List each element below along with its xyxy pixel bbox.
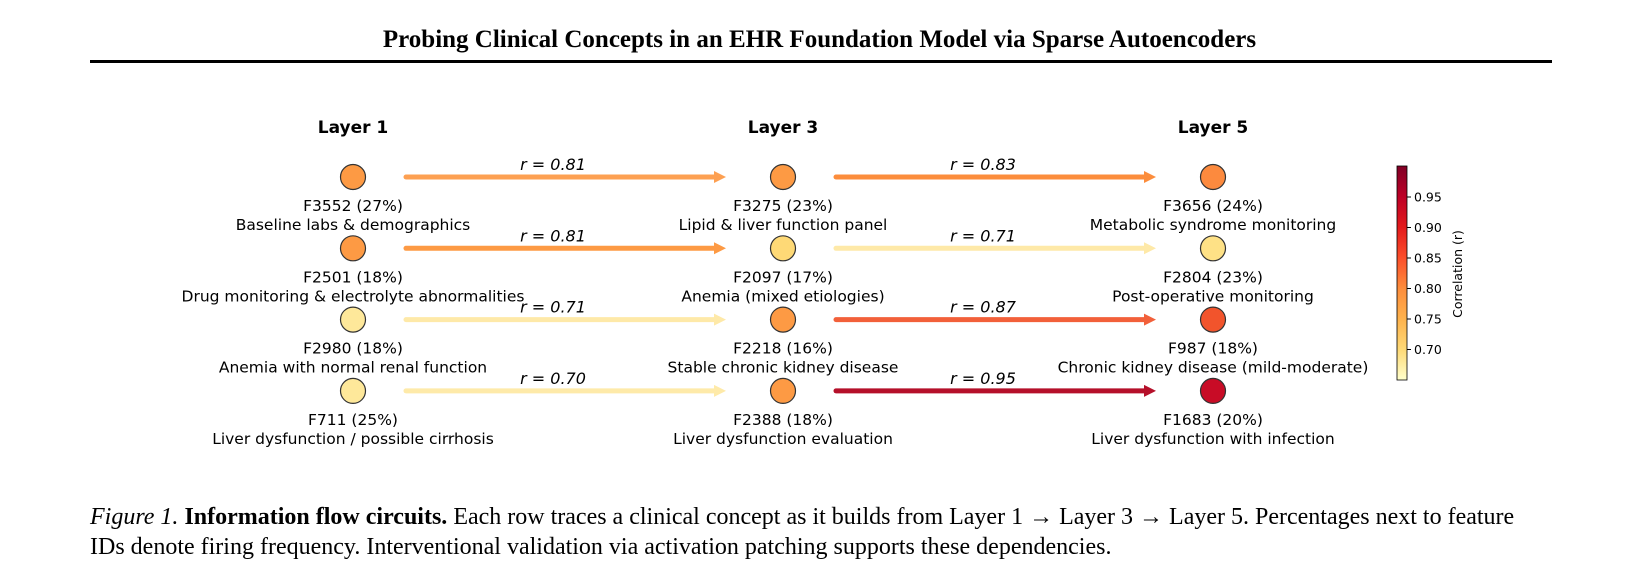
colorbar-tick-label: 0.95 xyxy=(1414,190,1442,205)
colorbar-tick-label: 0.70 xyxy=(1414,342,1442,357)
feature-id: F3275 (23%) xyxy=(733,197,833,215)
feature-id: F2218 (16%) xyxy=(733,340,833,358)
figure-caption: Figure 1. Information flow circuits. Eac… xyxy=(90,502,1552,562)
circuit-figure: Layer 1 Layer 3 Layer 5 r = 0.81 r = 0.83 r … xyxy=(182,118,1465,448)
feature-label: Lipid & liver function panel xyxy=(679,216,888,234)
feature-node xyxy=(339,235,367,262)
colorbar-label: Correlation (r) xyxy=(1450,230,1465,318)
title-rule xyxy=(90,60,1552,63)
edge-arrowhead-3-0 xyxy=(714,384,726,397)
paper-title: Probing Clinical Concepts in an EHR Foun… xyxy=(382,26,1257,53)
edge-r-label: r = 0.70 xyxy=(520,369,586,388)
edge-r-label: r = 0.87 xyxy=(950,298,1017,317)
feature-id: F2097 (17%) xyxy=(733,268,833,286)
feature-label: Anemia (mixed etiologies) xyxy=(681,287,884,305)
feature-label: Liver dysfunction evaluation xyxy=(673,430,893,448)
feature-id: F3656 (24%) xyxy=(1163,197,1263,215)
edge-arrowhead-1-1 xyxy=(1144,242,1156,255)
colorbar-tick-label: 0.90 xyxy=(1414,220,1442,235)
feature-id: F2980 (18%) xyxy=(303,340,403,358)
feature-node xyxy=(339,163,367,191)
feature-node xyxy=(769,377,797,404)
feature-node xyxy=(1199,163,1227,191)
feature-label: Chronic kidney disease (mild-moderate) xyxy=(1058,359,1369,377)
colorbar-gradient xyxy=(1396,165,1408,381)
feature-label: Liver dysfunction / possible cirrhosis xyxy=(212,430,494,448)
feature-id: F2388 (18%) xyxy=(733,411,833,429)
edge-r-label: r = 0.83 xyxy=(950,155,1016,174)
edge-arrowhead-0-1 xyxy=(1144,171,1156,183)
caption-bold: Information flow circuits. xyxy=(184,504,448,530)
edge-arrowhead-1-0 xyxy=(714,242,726,255)
feature-node xyxy=(1199,235,1227,262)
layer-header-3: Layer 5 xyxy=(1178,118,1249,138)
edge-arrowhead-3-1 xyxy=(1144,384,1156,397)
colorbar-tick-label: 0.85 xyxy=(1414,251,1442,266)
feature-id: F987 (18%) xyxy=(1168,340,1258,358)
edge-r-label: r = 0.81 xyxy=(520,155,586,174)
feature-node xyxy=(769,306,797,333)
feature-id: F2804 (23%) xyxy=(1163,268,1263,286)
feature-label: Baseline labs & demographics xyxy=(236,216,471,234)
colorbar-tick-label: 0.75 xyxy=(1414,312,1442,327)
feature-node xyxy=(769,235,797,262)
layer-header-2: Layer 3 xyxy=(748,118,819,138)
feature-label: Metabolic syndrome monitoring xyxy=(1090,216,1336,234)
edge-arrowhead-2-0 xyxy=(714,313,726,326)
feature-id: F2501 (18%) xyxy=(303,268,403,286)
layer-header-1: Layer 1 xyxy=(318,118,389,138)
edge-r-label: r = 0.71 xyxy=(950,226,1016,245)
edge-r-label: r = 0.71 xyxy=(520,298,586,317)
feature-label: Stable chronic kidney disease xyxy=(668,359,899,377)
caption-label: Figure 1. xyxy=(90,504,179,530)
feature-node xyxy=(339,377,367,404)
feature-id: F1683 (20%) xyxy=(1163,411,1263,429)
feature-id: F3552 (27%) xyxy=(303,197,403,215)
caption-text: Each row traces a clinical concept as it… xyxy=(90,504,1515,560)
feature-label: Post-operative monitoring xyxy=(1112,287,1314,305)
feature-node xyxy=(1199,377,1227,404)
feature-node xyxy=(1199,306,1227,333)
feature-id: F711 (25%) xyxy=(308,411,398,429)
feature-label: Drug monitoring & electrolyte abnormalit… xyxy=(182,287,525,305)
colorbar-tick-label: 0.80 xyxy=(1414,281,1442,296)
feature-label: Liver dysfunction with infection xyxy=(1091,430,1334,448)
edge-r-label: r = 0.95 xyxy=(950,369,1016,388)
feature-node xyxy=(339,306,367,333)
edge-arrowhead-0-0 xyxy=(714,171,726,183)
edge-arrowhead-2-1 xyxy=(1144,313,1156,326)
edge-r-label: r = 0.81 xyxy=(520,226,586,245)
feature-label: Anemia with normal renal function xyxy=(219,359,487,377)
feature-node xyxy=(769,163,797,191)
